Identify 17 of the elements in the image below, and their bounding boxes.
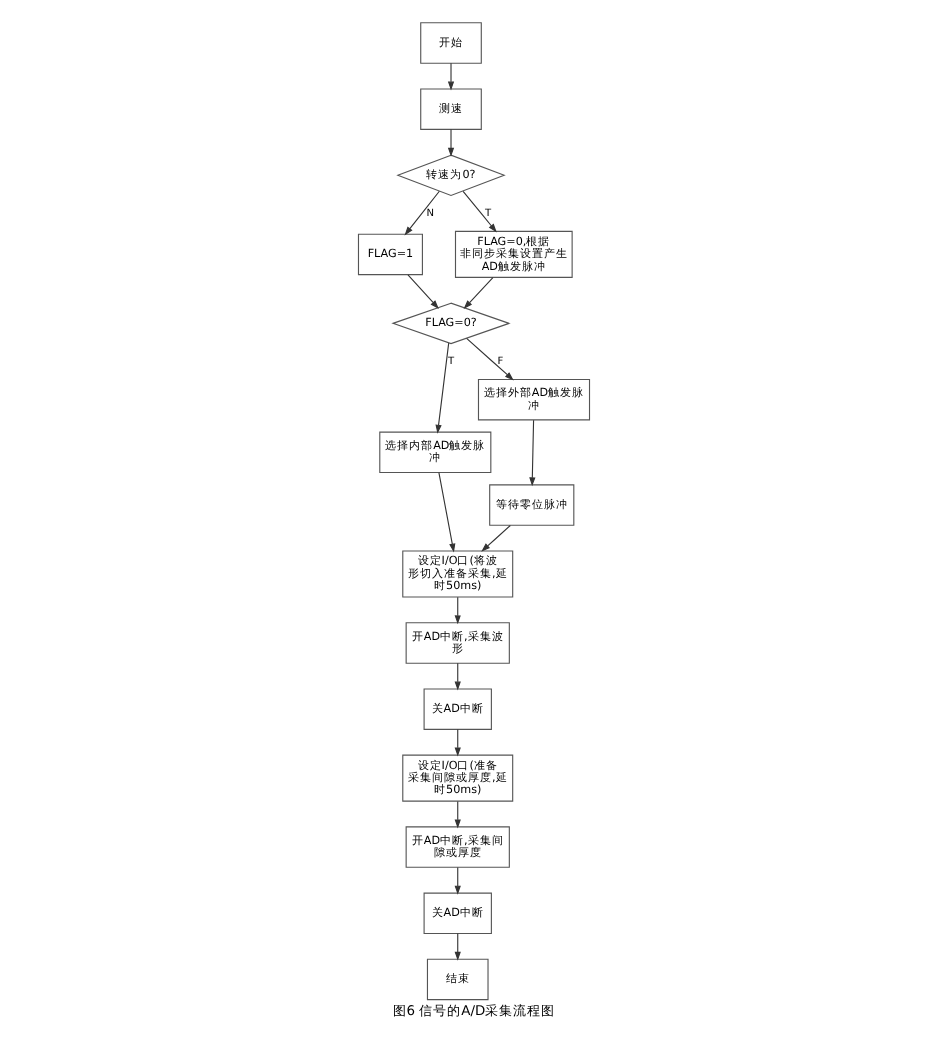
- arrow: [454, 866, 461, 895]
- arrow: [481, 524, 511, 552]
- arrow: [438, 472, 456, 553]
- arrow: [454, 662, 461, 691]
- arrow: [454, 933, 461, 961]
- arrow: [454, 596, 461, 625]
- arrow: [529, 419, 536, 487]
- arrow: [454, 729, 461, 757]
- arrow: [466, 337, 514, 381]
- arrow: [447, 128, 455, 157]
- arrow: [462, 190, 497, 233]
- arrow: [407, 274, 439, 309]
- arrow: [435, 342, 450, 434]
- arrow: [454, 800, 461, 829]
- arrow: [404, 190, 440, 236]
- arrow: [447, 62, 455, 91]
- arrow: [463, 277, 494, 309]
